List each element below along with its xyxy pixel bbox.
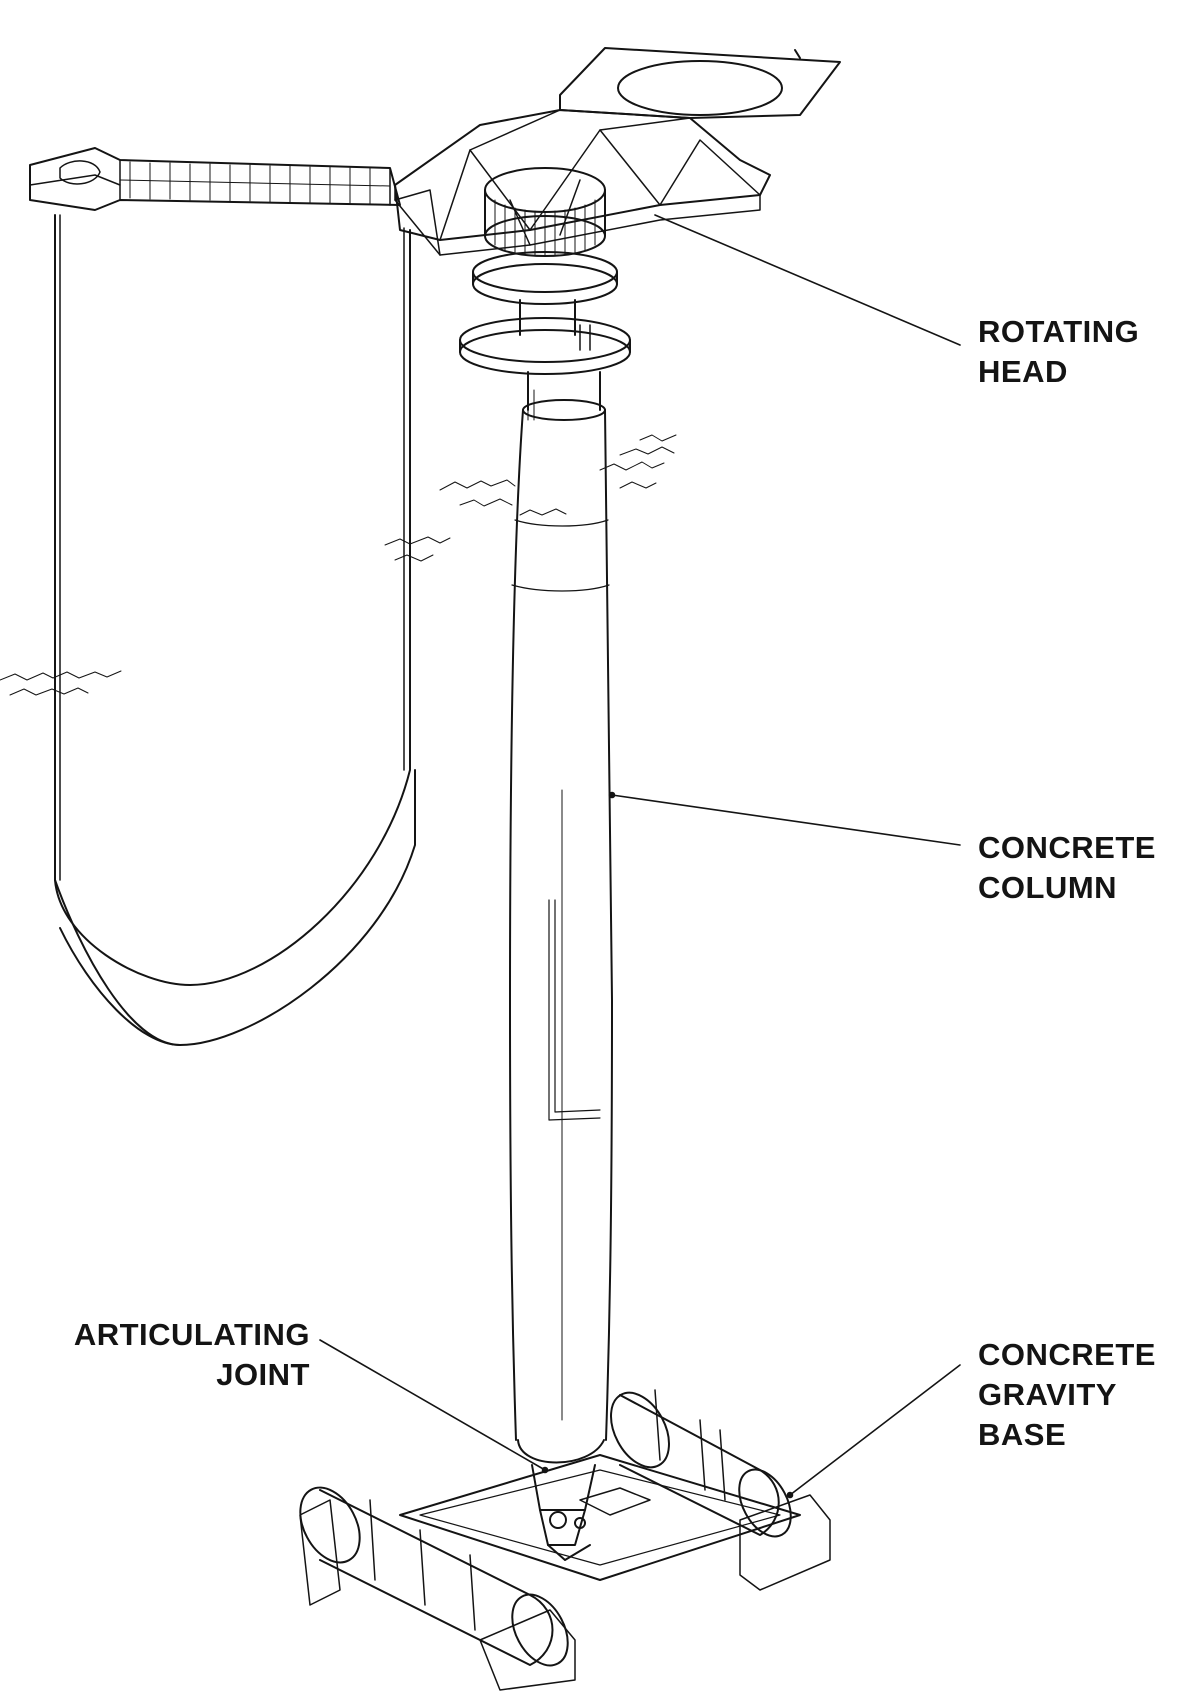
- leader-lines: [319, 214, 961, 1499]
- articulating-joint: [517, 1439, 605, 1561]
- moored-tanker-hull: [54, 214, 416, 1046]
- label-rotating-head-line2: HEAD: [978, 354, 1068, 389]
- water-surface-marks: [0, 434, 677, 696]
- label-concrete-gravity-base: CONCRETE GRAVITY BASE: [978, 1335, 1156, 1455]
- label-concrete-column: CONCRETE COLUMN: [978, 828, 1156, 908]
- rotating-head-deck: [394, 47, 841, 411]
- concrete-column-shaft: [509, 389, 613, 1441]
- label-concrete-gravity-base-line3: BASE: [978, 1417, 1067, 1452]
- label-rotating-head-line1: ROTATING: [978, 314, 1140, 349]
- label-concrete-gravity-base-line2: GRAVITY: [978, 1377, 1117, 1412]
- label-articulating-joint-line1: ARTICULATING: [73, 1317, 310, 1352]
- leader-concrete-column: [611, 794, 961, 846]
- leader-articulating-joint: [319, 1339, 546, 1471]
- leader-rotating-head: [654, 214, 961, 346]
- mooring-boom: [29, 147, 401, 211]
- label-rotating-head: ROTATING HEAD: [978, 312, 1139, 392]
- label-concrete-gravity-base-line1: CONCRETE: [978, 1337, 1156, 1372]
- leader-concrete-gravity-base: [789, 1364, 961, 1496]
- label-articulating-joint-line2: JOINT: [216, 1357, 310, 1392]
- label-concrete-column-line1: CONCRETE: [978, 830, 1156, 865]
- label-concrete-column-line2: COLUMN: [978, 870, 1118, 905]
- label-articulating-joint: ARTICULATING JOINT: [42, 1315, 310, 1395]
- concrete-gravity-base: [299, 1389, 831, 1691]
